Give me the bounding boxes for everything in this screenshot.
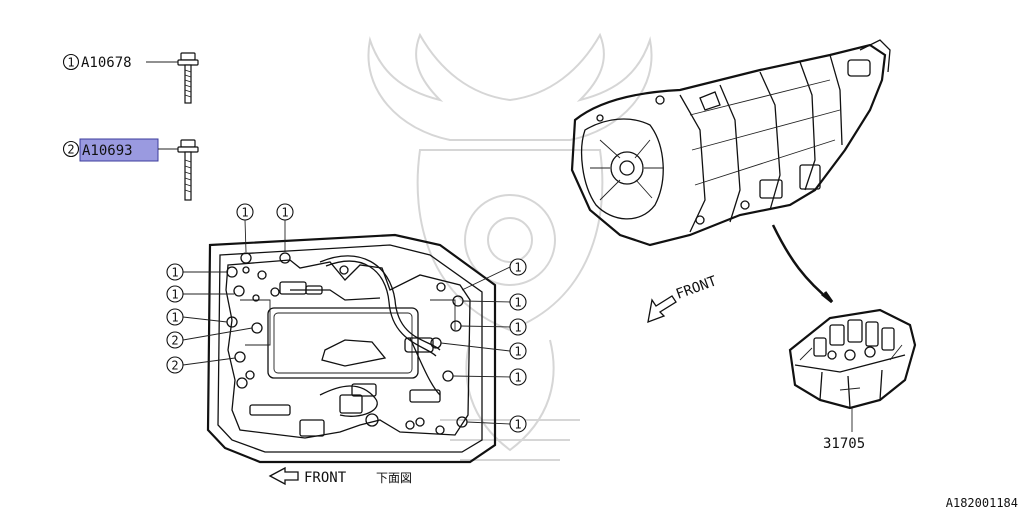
front-direction-indicator-right: FRONT — [647, 273, 720, 324]
callouts-top: 1 1 — [236, 203, 294, 221]
callout-marker-text: 2 — [67, 143, 74, 157]
bolt-icon — [177, 52, 199, 104]
callout-marker[interactable]: 2 — [166, 356, 184, 374]
arrow-head-icon — [821, 291, 834, 304]
svg-text:2: 2 — [171, 359, 178, 373]
callout-marker[interactable]: 1 — [236, 203, 254, 221]
front-direction-indicator: FRONT 下面図 — [268, 466, 412, 486]
control-valve-body: 31705 — [788, 308, 917, 452]
callout-marker[interactable]: 1 — [509, 342, 527, 360]
svg-text:1: 1 — [171, 266, 178, 280]
bolt-icon — [177, 139, 199, 201]
callout-leaders — [182, 219, 511, 425]
callout-marker[interactable]: 1 — [509, 415, 527, 433]
part-number-label[interactable]: A10678 — [81, 55, 132, 71]
bolt-holes — [226, 252, 468, 435]
front-label: FRONT — [304, 470, 347, 486]
svg-text:1: 1 — [514, 371, 521, 385]
callout-marker-text: 1 — [67, 56, 74, 70]
part-number-label-selected[interactable]: A10693 — [82, 143, 133, 159]
callout-marker[interactable]: 1 — [509, 318, 527, 336]
diagram-id: A182001184 — [946, 496, 1018, 510]
svg-text:1: 1 — [514, 418, 521, 432]
part-number-highlight — [79, 138, 159, 162]
part-number-label[interactable]: 31705 — [823, 436, 865, 452]
arrow-icon — [647, 295, 677, 324]
transmission-underside-view — [206, 233, 497, 464]
exploded-view-arrow — [771, 224, 833, 303]
callout-marker[interactable]: 1 — [166, 285, 184, 303]
callout-marker[interactable]: 1 — [509, 293, 527, 311]
legend-row-1: 1 A10678 — [62, 52, 199, 104]
svg-text:1: 1 — [514, 296, 521, 310]
bottom-view-label: 下面図 — [376, 471, 412, 485]
svg-text:1: 1 — [514, 261, 521, 275]
legend-row-2: 2 A10693 — [62, 138, 199, 201]
callouts-right: 1 1 1 1 1 1 — [509, 258, 527, 433]
callouts-left: 1 1 1 2 2 — [166, 263, 184, 374]
arrow-left-icon — [268, 466, 299, 486]
svg-text:1: 1 — [281, 206, 288, 220]
callout-marker[interactable]: 1 — [276, 203, 294, 221]
watermark-logo — [367, 32, 653, 461]
callout-marker[interactable]: 1 — [166, 263, 184, 281]
callout-marker[interactable]: 1 — [509, 258, 527, 276]
callout-marker[interactable]: 2 — [166, 331, 184, 349]
transmission-assembly — [570, 39, 891, 247]
callout-marker-1 — [62, 53, 80, 71]
callout-marker[interactable]: 1 — [509, 368, 527, 386]
svg-text:2: 2 — [171, 334, 178, 348]
front-label-right: FRONT — [674, 273, 720, 303]
svg-text:1: 1 — [171, 311, 178, 325]
callout-marker-2 — [62, 140, 80, 158]
svg-text:1: 1 — [241, 206, 248, 220]
svg-text:1: 1 — [514, 345, 521, 359]
callout-marker[interactable]: 1 — [166, 308, 184, 326]
svg-text:1: 1 — [514, 321, 521, 335]
svg-text:1: 1 — [171, 288, 178, 302]
